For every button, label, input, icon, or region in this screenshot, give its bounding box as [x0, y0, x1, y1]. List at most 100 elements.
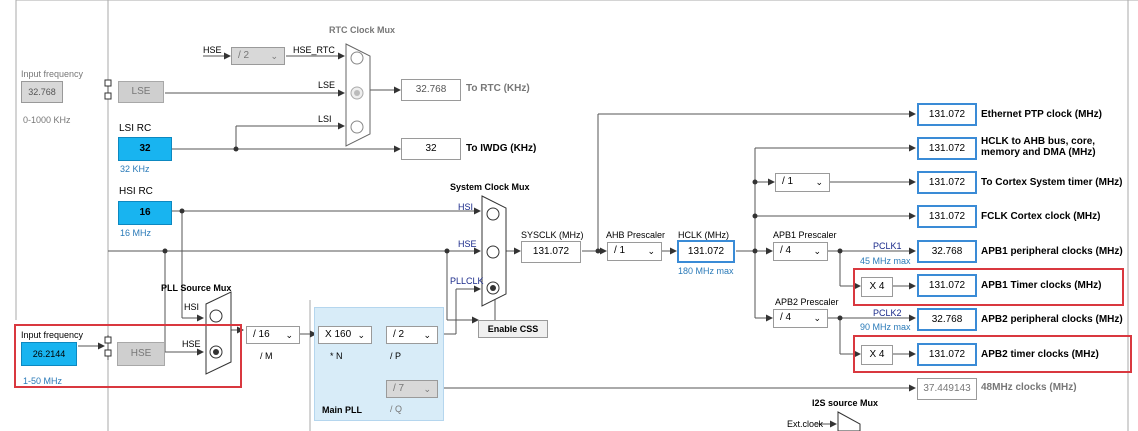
sysmux-hsi-label: HSI: [458, 202, 474, 212]
chevron-down-icon: ⌄: [357, 330, 365, 340]
sysmux-pllclk-label: PLLCLK: [450, 276, 484, 286]
hsi-note: 16 MHz: [120, 228, 152, 238]
pll-p-value: / 2: [393, 329, 405, 340]
lsi-rc-label: LSI RC: [119, 123, 152, 134]
hse-input-range: 1-50 MHz: [23, 376, 63, 386]
pclk1-label: PCLK1: [873, 241, 902, 251]
rtc-hse-rtc-label: HSE_RTC: [293, 45, 335, 55]
apb2-prescaler-label: APB2 Prescaler: [775, 297, 839, 307]
hse-input-highlight: [14, 324, 242, 388]
pll-q-value: / 7: [393, 383, 405, 394]
apb1-div-value: / 4: [780, 245, 792, 256]
lsi-rc-box[interactable]: 32: [118, 137, 172, 161]
apb1-periph-label: APB1 peripheral clocks (MHz): [981, 246, 1123, 257]
eth-ptp-label: Ethernet PTP clock (MHz): [981, 109, 1102, 120]
pll-n-label: * N: [330, 351, 343, 361]
cortex-timer-divider-select[interactable]: / 1⌄: [775, 173, 830, 192]
apb2-timer-label: APB2 timer clocks (MHz): [981, 349, 1099, 360]
lse-input-range: 0-1000 KHz: [23, 115, 71, 125]
ext-clock-label: Ext.clock: [787, 419, 824, 429]
rtc-hse-divider-select[interactable]: / 2 ⌄: [231, 47, 285, 65]
apb2-timer-highlight: [853, 335, 1132, 373]
sysclk-value: 131.072: [521, 241, 581, 263]
hclk-ahb-label-line1: HCLK to AHB bus, core,: [981, 136, 1096, 147]
pll-n-value: X 160: [325, 329, 352, 340]
pll-q-label: / Q: [390, 404, 403, 414]
apb1-timer-value: 131.072: [917, 274, 977, 297]
cortex-timer-label: To Cortex System timer (MHz): [981, 177, 1123, 188]
sysmux-hse-label: HSE: [458, 239, 477, 249]
pclk1-max-note: 45 MHz max: [860, 256, 911, 266]
i2s-source-mux-title: I2S source Mux: [812, 398, 879, 408]
apb2-prescaler-select[interactable]: / 4 ⌄: [773, 309, 828, 328]
apb1-prescaler-select[interactable]: / 4 ⌄: [773, 242, 828, 261]
chevron-down-icon: ⌄: [813, 313, 821, 323]
ahb-prescaler-value: / 1: [614, 245, 626, 256]
rtc-div-value: / 2: [238, 50, 250, 61]
chevron-down-icon: ⌄: [285, 330, 293, 340]
i2s-source-mux: [837, 411, 861, 431]
chevron-down-icon: ⌄: [270, 51, 278, 61]
hclk-input[interactable]: 131.072: [677, 240, 735, 263]
chevron-down-icon: ⌄: [423, 384, 431, 394]
apb2-div-value: / 4: [780, 312, 792, 323]
pll-p-divider-select[interactable]: / 2 ⌄: [386, 326, 438, 344]
lsi-note: 32 KHz: [120, 164, 150, 174]
apb1-timer-label: APB1 Timer clocks (MHz): [981, 280, 1102, 291]
mhz48-label: 48MHz clocks (MHz): [981, 382, 1077, 393]
eth-ptp-value: 131.072: [917, 103, 977, 126]
iwdg-output-label: To IWDG (KHz): [466, 143, 537, 154]
hsi-rc-label: HSI RC: [119, 186, 153, 197]
apb1-timer-highlight: [853, 268, 1124, 306]
system-clock-mux-title: System Clock Mux: [450, 182, 530, 192]
apb1-prescaler-label: APB1 Prescaler: [773, 230, 837, 240]
pclk2-label: PCLK2: [873, 308, 902, 318]
fclk-value: 131.072: [917, 205, 977, 228]
chevron-down-icon: ⌄: [815, 177, 823, 187]
pll-source-hse-label: HSE: [182, 339, 201, 349]
rtc-lse-in-label: LSE: [318, 80, 336, 90]
hsi-rc-box[interactable]: 16: [118, 201, 172, 225]
pll-m-value: / 16: [253, 329, 270, 340]
apb1-periph-value: 32.768: [917, 240, 977, 263]
apb2-periph-label: APB2 peripheral clocks (MHz): [981, 314, 1123, 325]
cortex-timer-value: 131.072: [917, 171, 977, 194]
sysclk-label: SYSCLK (MHz): [521, 230, 584, 240]
main-pll-title: Main PLL: [322, 405, 362, 415]
rtc-hse-in-label: HSE: [203, 45, 222, 55]
rtc-output-label: To RTC (KHz): [466, 83, 530, 94]
hse-source-box[interactable]: HSE: [117, 342, 165, 366]
rtc-lsi-in-label: LSI: [318, 114, 332, 124]
lse-source-box[interactable]: LSE: [118, 81, 164, 103]
chevron-down-icon: ⌄: [813, 246, 821, 256]
iwdg-output-value: 32: [401, 138, 461, 160]
hse-input-freq-field[interactable]: 26.2144: [21, 342, 77, 366]
pclk2-max-note: 90 MHz max: [860, 322, 911, 332]
pll-p-label: / P: [390, 351, 402, 361]
lse-input-freq-label: Input frequency: [21, 69, 84, 79]
apb1-timer-multiplier: X 4: [861, 277, 893, 297]
pll-n-multiplier-select[interactable]: X 160 ⌄: [318, 326, 372, 344]
pll-source-mux-title: PLL Source Mux: [161, 283, 232, 293]
lse-input-freq-field[interactable]: 32.768: [21, 81, 63, 103]
rtc-mux-title: RTC Clock Mux: [329, 25, 396, 35]
hse-input-freq-label: Input frequency: [21, 330, 84, 340]
chevron-down-icon: ⌄: [423, 330, 431, 340]
pll-q-divider-select[interactable]: / 7 ⌄: [386, 380, 438, 398]
pll-m-divider-select[interactable]: / 16 ⌄: [246, 326, 300, 344]
apb2-periph-value: 32.768: [917, 308, 977, 331]
fclk-label: FCLK Cortex clock (MHz): [981, 211, 1101, 222]
chevron-down-icon: ⌄: [647, 246, 655, 256]
hclk-ahb-label-line2: memory and DMA (MHz): [981, 147, 1096, 158]
ahb-prescaler-select[interactable]: / 1 ⌄: [607, 242, 662, 261]
apb2-timer-value: 131.072: [917, 343, 977, 366]
rtc-output-value: 32.768: [401, 79, 461, 101]
apb2-timer-multiplier: X 4: [861, 345, 893, 365]
enable-css-button[interactable]: Enable CSS: [478, 320, 548, 338]
pll-m-label: / M: [260, 351, 273, 361]
ahb-prescaler-label: AHB Prescaler: [606, 230, 666, 240]
mhz48-value: 37.449143: [917, 378, 977, 400]
hclk-ahb-value: 131.072: [917, 137, 977, 160]
pll-source-hsi-label: HSI: [184, 302, 200, 312]
